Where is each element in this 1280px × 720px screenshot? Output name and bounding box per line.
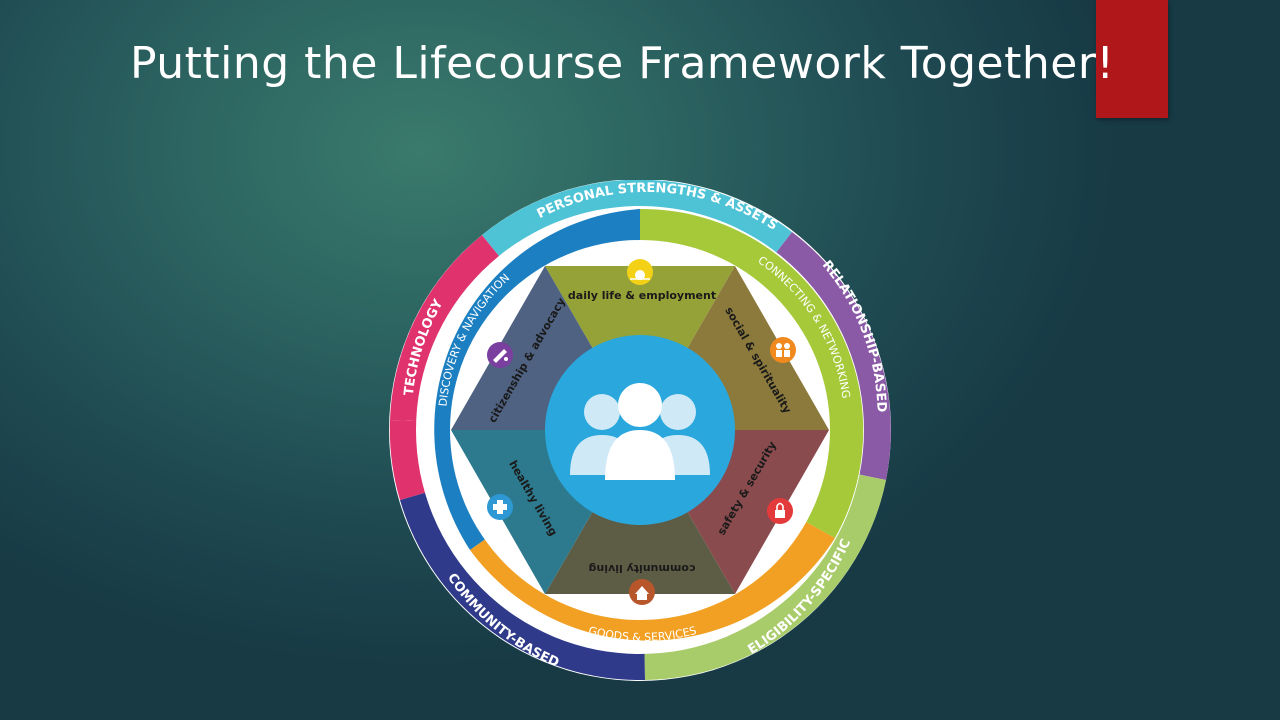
lifecourse-wheel: TECHNOLOGY PERSONAL STRENGTHS & ASSETS R… [380, 180, 900, 690]
domain-label-community-living: community living [589, 562, 696, 575]
megaphone-icon [487, 342, 513, 368]
house-icon [629, 579, 655, 605]
sun-icon [627, 259, 653, 285]
domain-label-daily-life: daily life & employment [568, 289, 716, 302]
slide-title: Putting the Lifecourse Framework Togethe… [130, 38, 1115, 89]
group-of-people-icon [570, 383, 710, 480]
health-icon [487, 494, 513, 520]
lock-icon [767, 498, 793, 524]
accent-bar [1096, 0, 1168, 118]
lifecourse-wheel-svg: TECHNOLOGY PERSONAL STRENGTHS & ASSETS R… [389, 180, 891, 681]
people-icon [770, 337, 796, 363]
